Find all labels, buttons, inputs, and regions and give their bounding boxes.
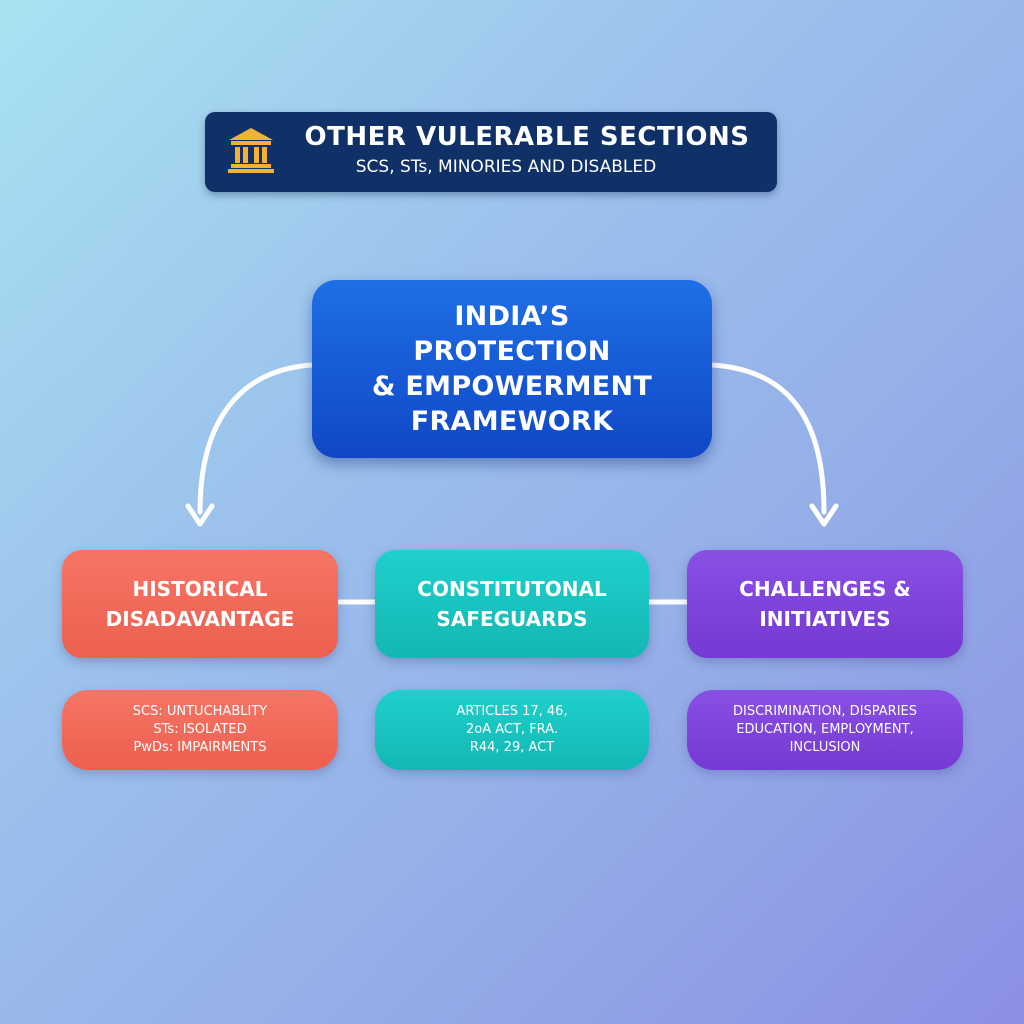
detail-label: DISCRIMINATION, DISPARIES EDUCATION, EMP…	[732, 704, 918, 755]
arrow-right-head	[809, 503, 839, 527]
category-label: CHALLENGES & INITIATIVES	[739, 577, 911, 631]
title-banner: OTHER VULERABLE SECTIONS SCS, STs, MINOR…	[205, 112, 777, 192]
detail-challenges-initiatives: DISCRIMINATION, DISPARIES EDUCATION, EMP…	[687, 690, 963, 770]
detail-label: ARTICLES 17, 46, 2oA ACT, FRA. R44, 29, …	[456, 704, 568, 755]
central-framework-label: INDIA’S PROTECTION & EMPOWERMENT FRAMEWO…	[371, 301, 653, 437]
detail-constitutional-safeguards: ARTICLES 17, 46, 2oA ACT, FRA. R44, 29, …	[375, 690, 649, 770]
detail-label: SCS: UNTUCHABLITY STs: ISOLATED PwDs: IM…	[132, 704, 268, 755]
arrow-left-curve	[197, 362, 315, 515]
detail-historical-disadvantage: SCS: UNTUCHABLITY STs: ISOLATED PwDs: IM…	[62, 690, 338, 770]
category-challenges-initiatives: CHALLENGES & INITIATIVES	[687, 550, 963, 658]
diagram-subtitle: SCS, STs, MINORIES AND DISABLED	[355, 157, 657, 177]
central-framework-box: INDIA’S PROTECTION & EMPOWERMENT FRAMEWO…	[312, 280, 712, 458]
category-historical-disadvantage: HISTORICAL DISADAVANTAGE	[62, 550, 338, 658]
category-constitutional-safeguards: CONSTITUTONAL SAFEGUARDS	[375, 550, 649, 658]
category-label: HISTORICAL DISADAVANTAGE	[105, 577, 295, 631]
diagram-title: OTHER VULERABLE SECTIONS	[304, 122, 750, 152]
bank-building-icon	[228, 128, 274, 173]
arrow-right-curve	[709, 362, 827, 515]
arrow-left-head	[185, 503, 215, 527]
category-label: CONSTITUTONAL SAFEGUARDS	[417, 577, 607, 631]
